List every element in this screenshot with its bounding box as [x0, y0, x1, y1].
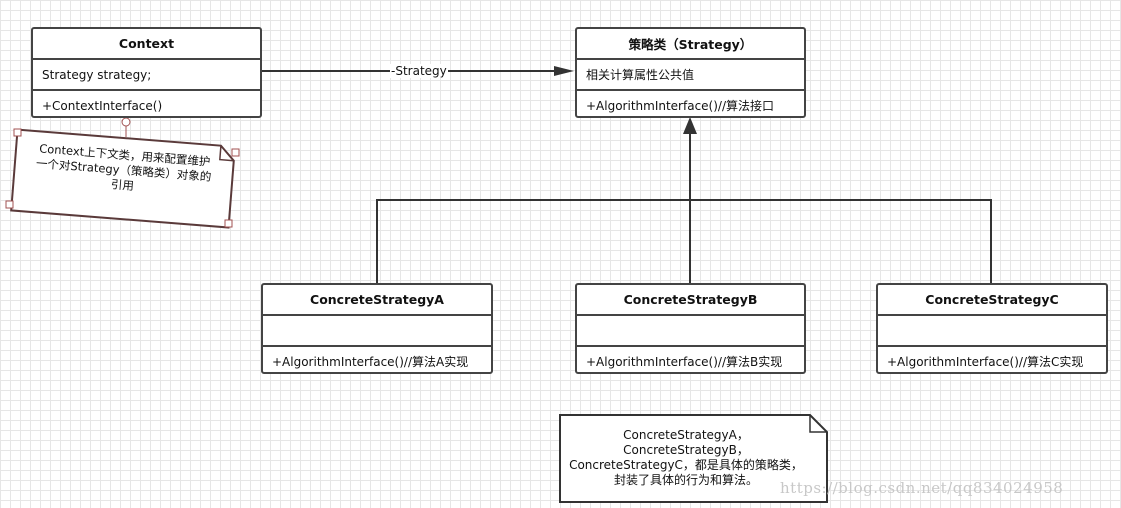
selection-handle-tl[interactable]	[13, 128, 22, 137]
concrete-strategy-a-class[interactable]: ConcreteStrategyA +AlgorithmInterface()/…	[261, 283, 493, 374]
strategy-class-attribute: 相关计算属性公共值	[577, 60, 804, 91]
concrete-strategy-c-class[interactable]: ConcreteStrategyC +AlgorithmInterface()/…	[876, 283, 1108, 374]
strategy-class-operation: +AlgorithmInterface()//算法接口	[586, 99, 774, 113]
concrete-note: ConcreteStrategyA， ConcreteStrategyB， Co…	[562, 428, 810, 488]
context-class-operation: +ContextInterface()	[42, 98, 163, 113]
concrete-note-line: ConcreteStrategyB，	[623, 443, 749, 457]
concrete-note-line: ConcreteStrategyA，	[623, 428, 749, 442]
selection-handle-br[interactable]	[224, 219, 233, 228]
watermark: https://blog.csdn.net/qq834024958	[780, 479, 1064, 497]
concrete-note-line: 封装了具体的行为和算法。	[613, 473, 758, 487]
association-arrowhead	[554, 66, 574, 76]
context-class[interactable]: Context Strategy strategy; +ContextInter…	[31, 27, 262, 118]
generalization-tree[interactable]	[376, 128, 992, 283]
concrete-strategy-b-class[interactable]: ConcreteStrategyB +AlgorithmInterface()/…	[575, 283, 806, 374]
concrete-note-shape[interactable]	[559, 414, 828, 503]
concrete-strategy-c-operation: +AlgorithmInterface()//算法C实现	[887, 355, 1084, 369]
concrete-note-line: ConcreteStrategyC，都是具体的策略类，	[569, 458, 803, 472]
selection-handle-tr[interactable]	[231, 148, 240, 157]
concrete-strategy-b-attribute	[577, 316, 804, 347]
concrete-strategy-a-name: ConcreteStrategyA	[263, 285, 491, 316]
association-label: -Strategy	[390, 64, 448, 78]
note-anchor-handle[interactable]	[121, 117, 131, 127]
context-class-attribute: Strategy strategy;	[33, 60, 260, 91]
context-note-shape[interactable]	[10, 128, 235, 229]
concrete-strategy-a-operation: +AlgorithmInterface()//算法A实现	[272, 355, 469, 369]
concrete-strategy-a-attribute	[263, 316, 491, 347]
strategy-class[interactable]: 策略类（Strategy） 相关计算属性公共值 +AlgorithmInterf…	[575, 27, 806, 118]
concrete-strategy-b-name: ConcreteStrategyB	[577, 285, 804, 316]
concrete-strategy-b-operation: +AlgorithmInterface()//算法B实现	[586, 355, 783, 369]
strategy-class-name: 策略类（Strategy）	[577, 29, 804, 60]
concrete-strategy-c-attribute	[878, 316, 1106, 347]
selection-handle-bl[interactable]	[5, 200, 14, 209]
concrete-strategy-c-name: ConcreteStrategyC	[878, 285, 1106, 316]
generalization-arrowhead	[683, 117, 697, 134]
context-class-name: Context	[33, 29, 260, 60]
